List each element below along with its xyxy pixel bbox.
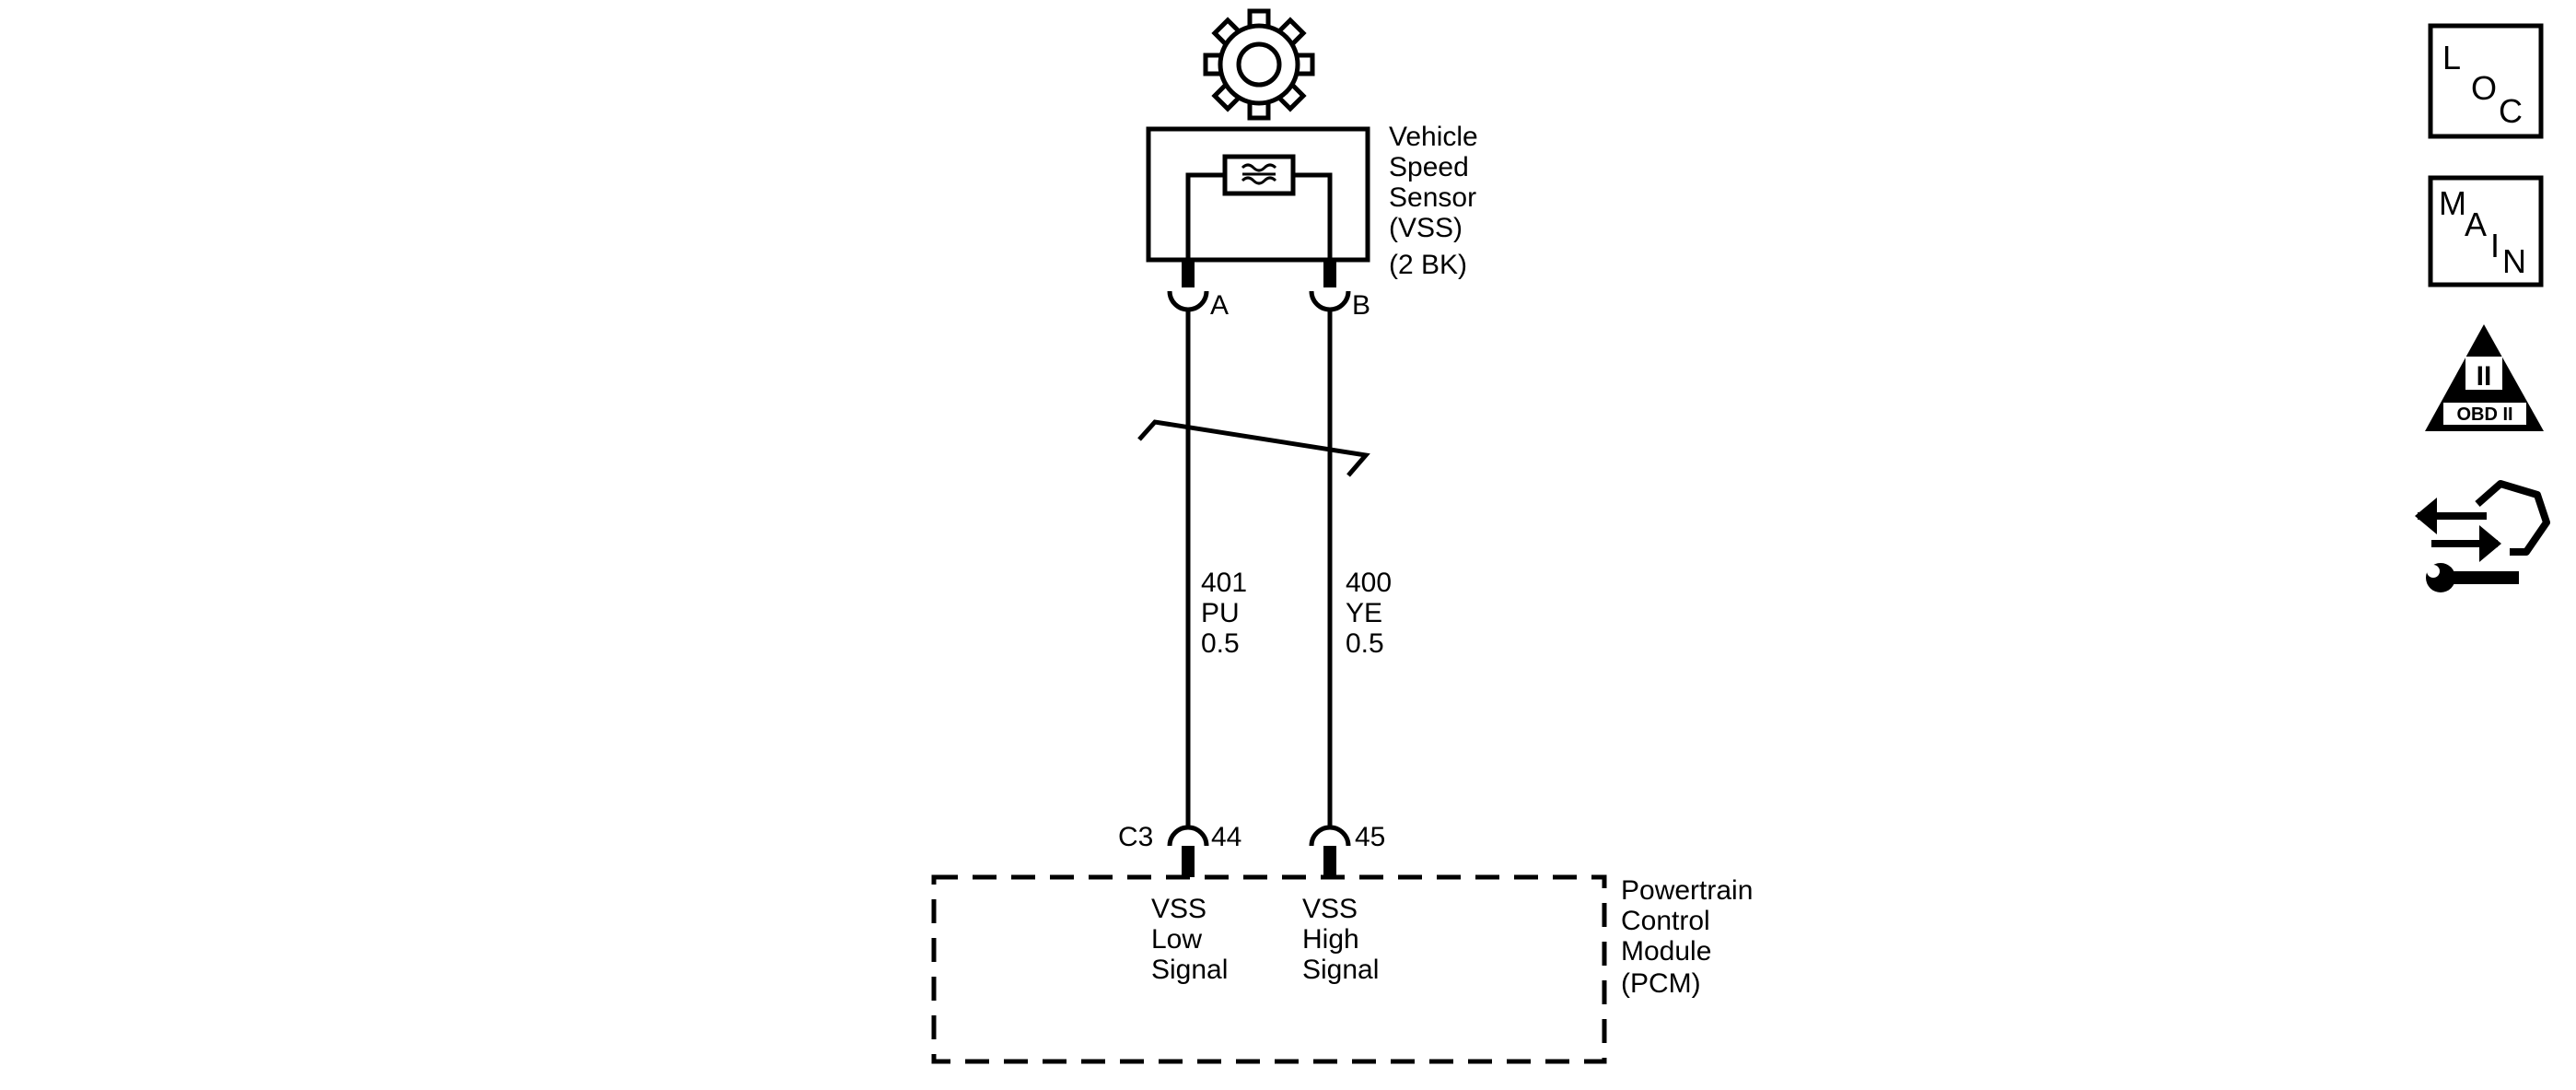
pcm-high-signal-line-3: Signal (1302, 955, 1379, 985)
pcm-box (931, 874, 1607, 1064)
obd-ii-numeral: II (2477, 361, 2492, 392)
wire-401-color: PU (1201, 598, 1240, 628)
twisted-pair-symbol (1137, 419, 1370, 477)
loc-icon[interactable]: L O C (2428, 23, 2544, 139)
wire-400-gauge: 0.5 (1346, 628, 1384, 659)
vss-label-line-3: Sensor (1389, 182, 1476, 213)
pcm-pin-44-stub (1182, 846, 1195, 877)
main-icon-letter-2: A (2465, 205, 2487, 243)
pcm-label-line-4: (PCM) (1621, 968, 1701, 999)
vss-element-symbol (1241, 163, 1277, 185)
pcm-connector-45 (1309, 825, 1351, 847)
pcm-high-signal-line-2: High (1302, 924, 1359, 955)
pcm-low-signal-line-3: Signal (1151, 955, 1228, 985)
vss-pin-a-label: A (1210, 290, 1229, 321)
obd-ii-icon[interactable]: II OBD II (2425, 324, 2544, 431)
pcm-connector-44 (1167, 825, 1209, 847)
pcm-pin-45-stub (1323, 846, 1336, 877)
vss-connector-a (1167, 290, 1209, 312)
pcm-label-line-3: Module (1621, 936, 1711, 967)
main-icon-letter-4: N (2502, 242, 2526, 280)
pcm-connector-label: C3 (1118, 822, 1153, 852)
loc-icon-letter-1: L (2442, 39, 2461, 76)
vss-label-line-4: (VSS) (1389, 213, 1463, 243)
wire-401-circuit: 401 (1201, 568, 1247, 598)
vss-label-line-5: (2 BK) (1389, 250, 1467, 280)
vss-pin-b-stub (1323, 260, 1336, 287)
vss-internal-wire-a (1185, 172, 1225, 260)
pcm-pin-44-label: 44 (1211, 822, 1241, 852)
vss-internal-wire-b (1293, 172, 1333, 260)
vss-pin-b-label: B (1352, 290, 1370, 321)
pcm-high-signal-line-1: VSS (1302, 894, 1358, 924)
vss-sensor-box (1146, 126, 1370, 263)
wire-400-circuit: 400 (1346, 568, 1392, 598)
wire-401-gauge: 0.5 (1201, 628, 1240, 659)
gear-icon (1203, 8, 1315, 121)
pcm-low-signal-line-1: VSS (1151, 894, 1206, 924)
connector-repair-icon[interactable] (2415, 480, 2550, 592)
vss-element (1222, 154, 1296, 196)
vss-label-line-1: Vehicle (1389, 122, 1478, 152)
pcm-label-line-1: Powertrain (1621, 875, 1753, 906)
loc-icon-letter-2: O (2471, 69, 2497, 107)
vss-connector-b (1309, 290, 1351, 312)
main-icon-letter-1: M (2439, 184, 2466, 222)
vss-pin-a-stub (1182, 260, 1195, 287)
obd-ii-label: OBD II (2456, 404, 2512, 425)
pcm-label-line-2: Control (1621, 906, 1710, 936)
pcm-low-signal-line-2: Low (1151, 924, 1202, 955)
vss-label-line-2: Speed (1389, 152, 1469, 182)
main-icon[interactable]: M A I N (2428, 175, 2544, 287)
main-icon-letter-3: I (2490, 227, 2500, 264)
pcm-pin-45-label: 45 (1355, 822, 1385, 852)
wire-400-color: YE (1346, 598, 1382, 628)
loc-icon-letter-3: C (2499, 92, 2523, 130)
